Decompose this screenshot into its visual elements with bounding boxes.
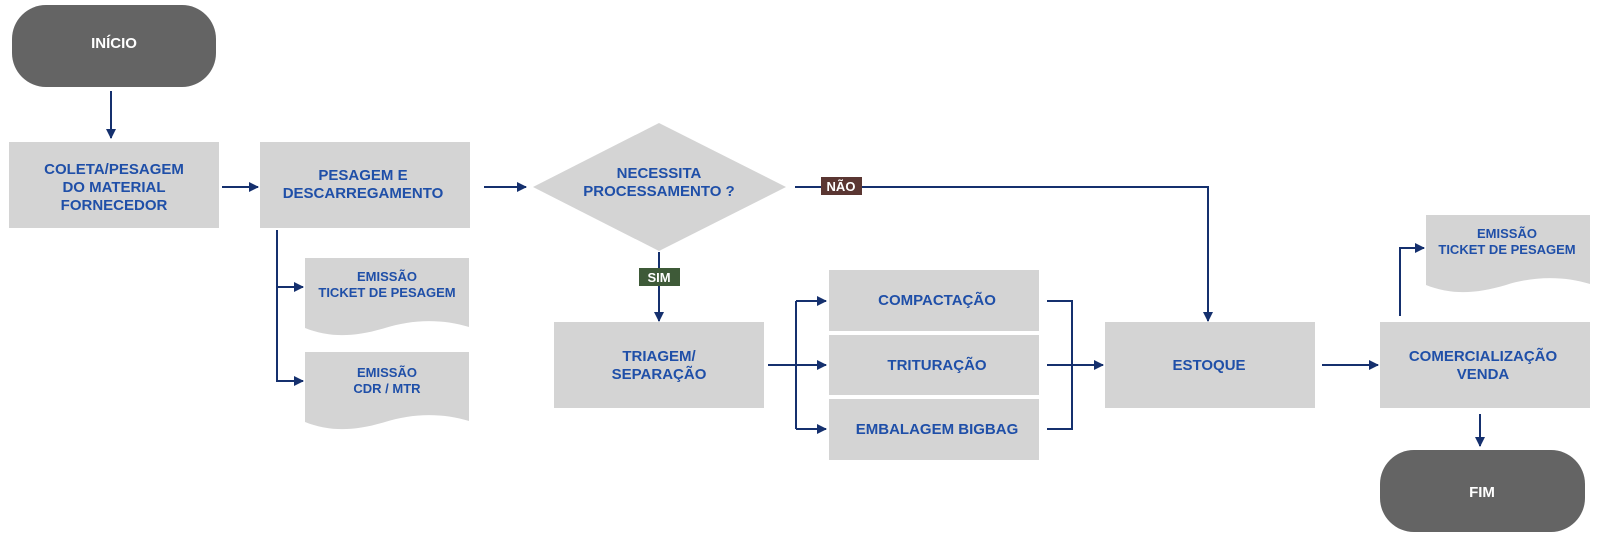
embalagem-step: EMBALAGEM BIGBAG [829, 399, 1039, 460]
end-label: FIM [1469, 484, 1495, 501]
embalagem-label: EMBALAGEM BIGBAG [856, 421, 1019, 438]
document-ticket-2: EMISSÃO TICKET DE PESAGEM [1426, 215, 1590, 293]
triagem-line-2: SEPARAÇÃO [612, 365, 707, 383]
pesagem-step: PESAGEM E DESCARREGAMENTO [260, 142, 470, 228]
arrow-nao-to-estoque [795, 186, 1213, 322]
pesagem-line-2: DESCARREGAMENTO [283, 185, 444, 202]
compactacao-label: COMPACTAÇÃO [878, 291, 996, 309]
trituracao-step: TRITURAÇÃO [829, 335, 1039, 395]
coleta-line-1: COLETA/PESAGEM [44, 161, 184, 178]
estoque-label: ESTOQUE [1172, 357, 1245, 374]
tag-sim-label: SIM [647, 270, 670, 285]
estoque-step: ESTOQUE [1105, 322, 1315, 408]
coleta-line-2: DO MATERIAL [62, 179, 165, 196]
cdr-line-2: CDR / MTR [353, 381, 421, 396]
document-cdr: EMISSÃO CDR / MTR [305, 352, 469, 430]
coleta-line-3: FORNECEDOR [61, 197, 168, 214]
ticket-2-line-1: EMISSÃO [1477, 226, 1537, 241]
decision-line-1: NECESSITA [617, 165, 702, 182]
comercializacao-line-1: COMERCIALIZAÇÃO [1409, 347, 1558, 365]
tag-sim: SIM [639, 268, 680, 286]
start-terminal: INÍCIO [12, 5, 216, 87]
comercializacao-step: COMERCIALIZAÇÃO VENDA [1380, 322, 1590, 408]
decision-diamond: NECESSITA PROCESSAMENTO ? [533, 123, 786, 251]
trituracao-label: TRITURAÇÃO [887, 356, 986, 374]
tag-nao: NÃO [821, 177, 862, 195]
ticket-1-line-2: TICKET DE PESAGEM [318, 285, 455, 300]
document-ticket-1: EMISSÃO TICKET DE PESAGEM [305, 258, 469, 336]
connectors [106, 91, 1485, 447]
pesagem-line-1: PESAGEM E [318, 167, 407, 184]
compactacao-step: COMPACTAÇÃO [829, 270, 1039, 331]
comercializacao-line-2: VENDA [1457, 366, 1510, 383]
triagem-line-1: TRIAGEM/ [622, 348, 696, 365]
decision-line-2: PROCESSAMENTO ? [583, 183, 734, 200]
start-label: INÍCIO [91, 35, 137, 52]
end-terminal: FIM [1380, 450, 1585, 532]
ticket-1-line-1: EMISSÃO [357, 269, 417, 284]
ticket-2-line-2: TICKET DE PESAGEM [1438, 242, 1575, 257]
triagem-step: TRIAGEM/ SEPARAÇÃO [554, 322, 764, 408]
tag-nao-label: NÃO [827, 179, 856, 194]
cdr-line-1: EMISSÃO [357, 365, 417, 380]
arrow-to-ticket-2 [1399, 243, 1425, 316]
coleta-step: COLETA/PESAGEM DO MATERIAL FORNECEDOR [9, 142, 219, 228]
